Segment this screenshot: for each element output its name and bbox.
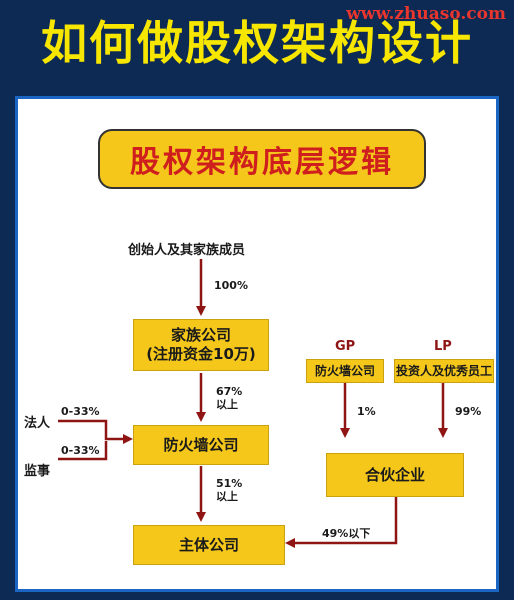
pct-founder-family: 100% (214, 279, 248, 292)
pct-family-firewall-note: 以上 (216, 398, 238, 411)
pct-firewall-main-note: 以上 (216, 490, 238, 503)
supervisor-pct: 0-33% (61, 444, 100, 457)
family-company-capital: (注册资金10万) (146, 345, 256, 363)
diagram-title: 股权架构底层逻辑 (98, 129, 426, 189)
family-company-node: 家族公司 (注册资金10万) (133, 319, 269, 371)
gp-label: GP (335, 339, 356, 354)
gp-entity-node: 防火墙公司 (306, 359, 384, 383)
connector-lines (58, 259, 448, 548)
legal-person-label: 法人 (24, 416, 51, 431)
pct-lp: 99% (455, 405, 482, 418)
legal-person-pct: 0-33% (61, 405, 100, 418)
pct-gp: 1% (357, 405, 376, 418)
lp-entity-node: 投资人及优秀员工 (394, 359, 494, 383)
arrow-supervisor-to-firewall (58, 441, 108, 461)
pct-family-firewall-value: 67% (216, 385, 243, 398)
main-company-node: 主体公司 (133, 525, 285, 565)
arrow-legal-person-to-firewall (58, 419, 133, 444)
supervisor-label: 监事 (24, 464, 51, 479)
pct-family-firewall: 67% 以上 (216, 385, 242, 411)
partnership-node: 合伙企业 (326, 453, 464, 497)
arrow-partnership-to-main (285, 497, 398, 548)
diagram-panel: 股权架构底层逻辑 创始人及其家族成员 100% 家族公司 (注册资金10万) 6… (15, 96, 499, 592)
firewall-company-node: 防火墙公司 (133, 425, 269, 465)
page-headline: 如何做股权架构设计 (41, 16, 473, 70)
watermark: www.zhuaso.com (346, 4, 506, 24)
lp-label: LP (434, 339, 452, 354)
pct-firewall-main-value: 51% (216, 477, 243, 490)
family-company-name: 家族公司 (170, 326, 231, 345)
pct-partnership-main: 49%以下 (322, 527, 371, 540)
pct-firewall-main: 51% 以上 (216, 477, 242, 503)
founder-label: 创始人及其家族成员 (128, 243, 246, 258)
